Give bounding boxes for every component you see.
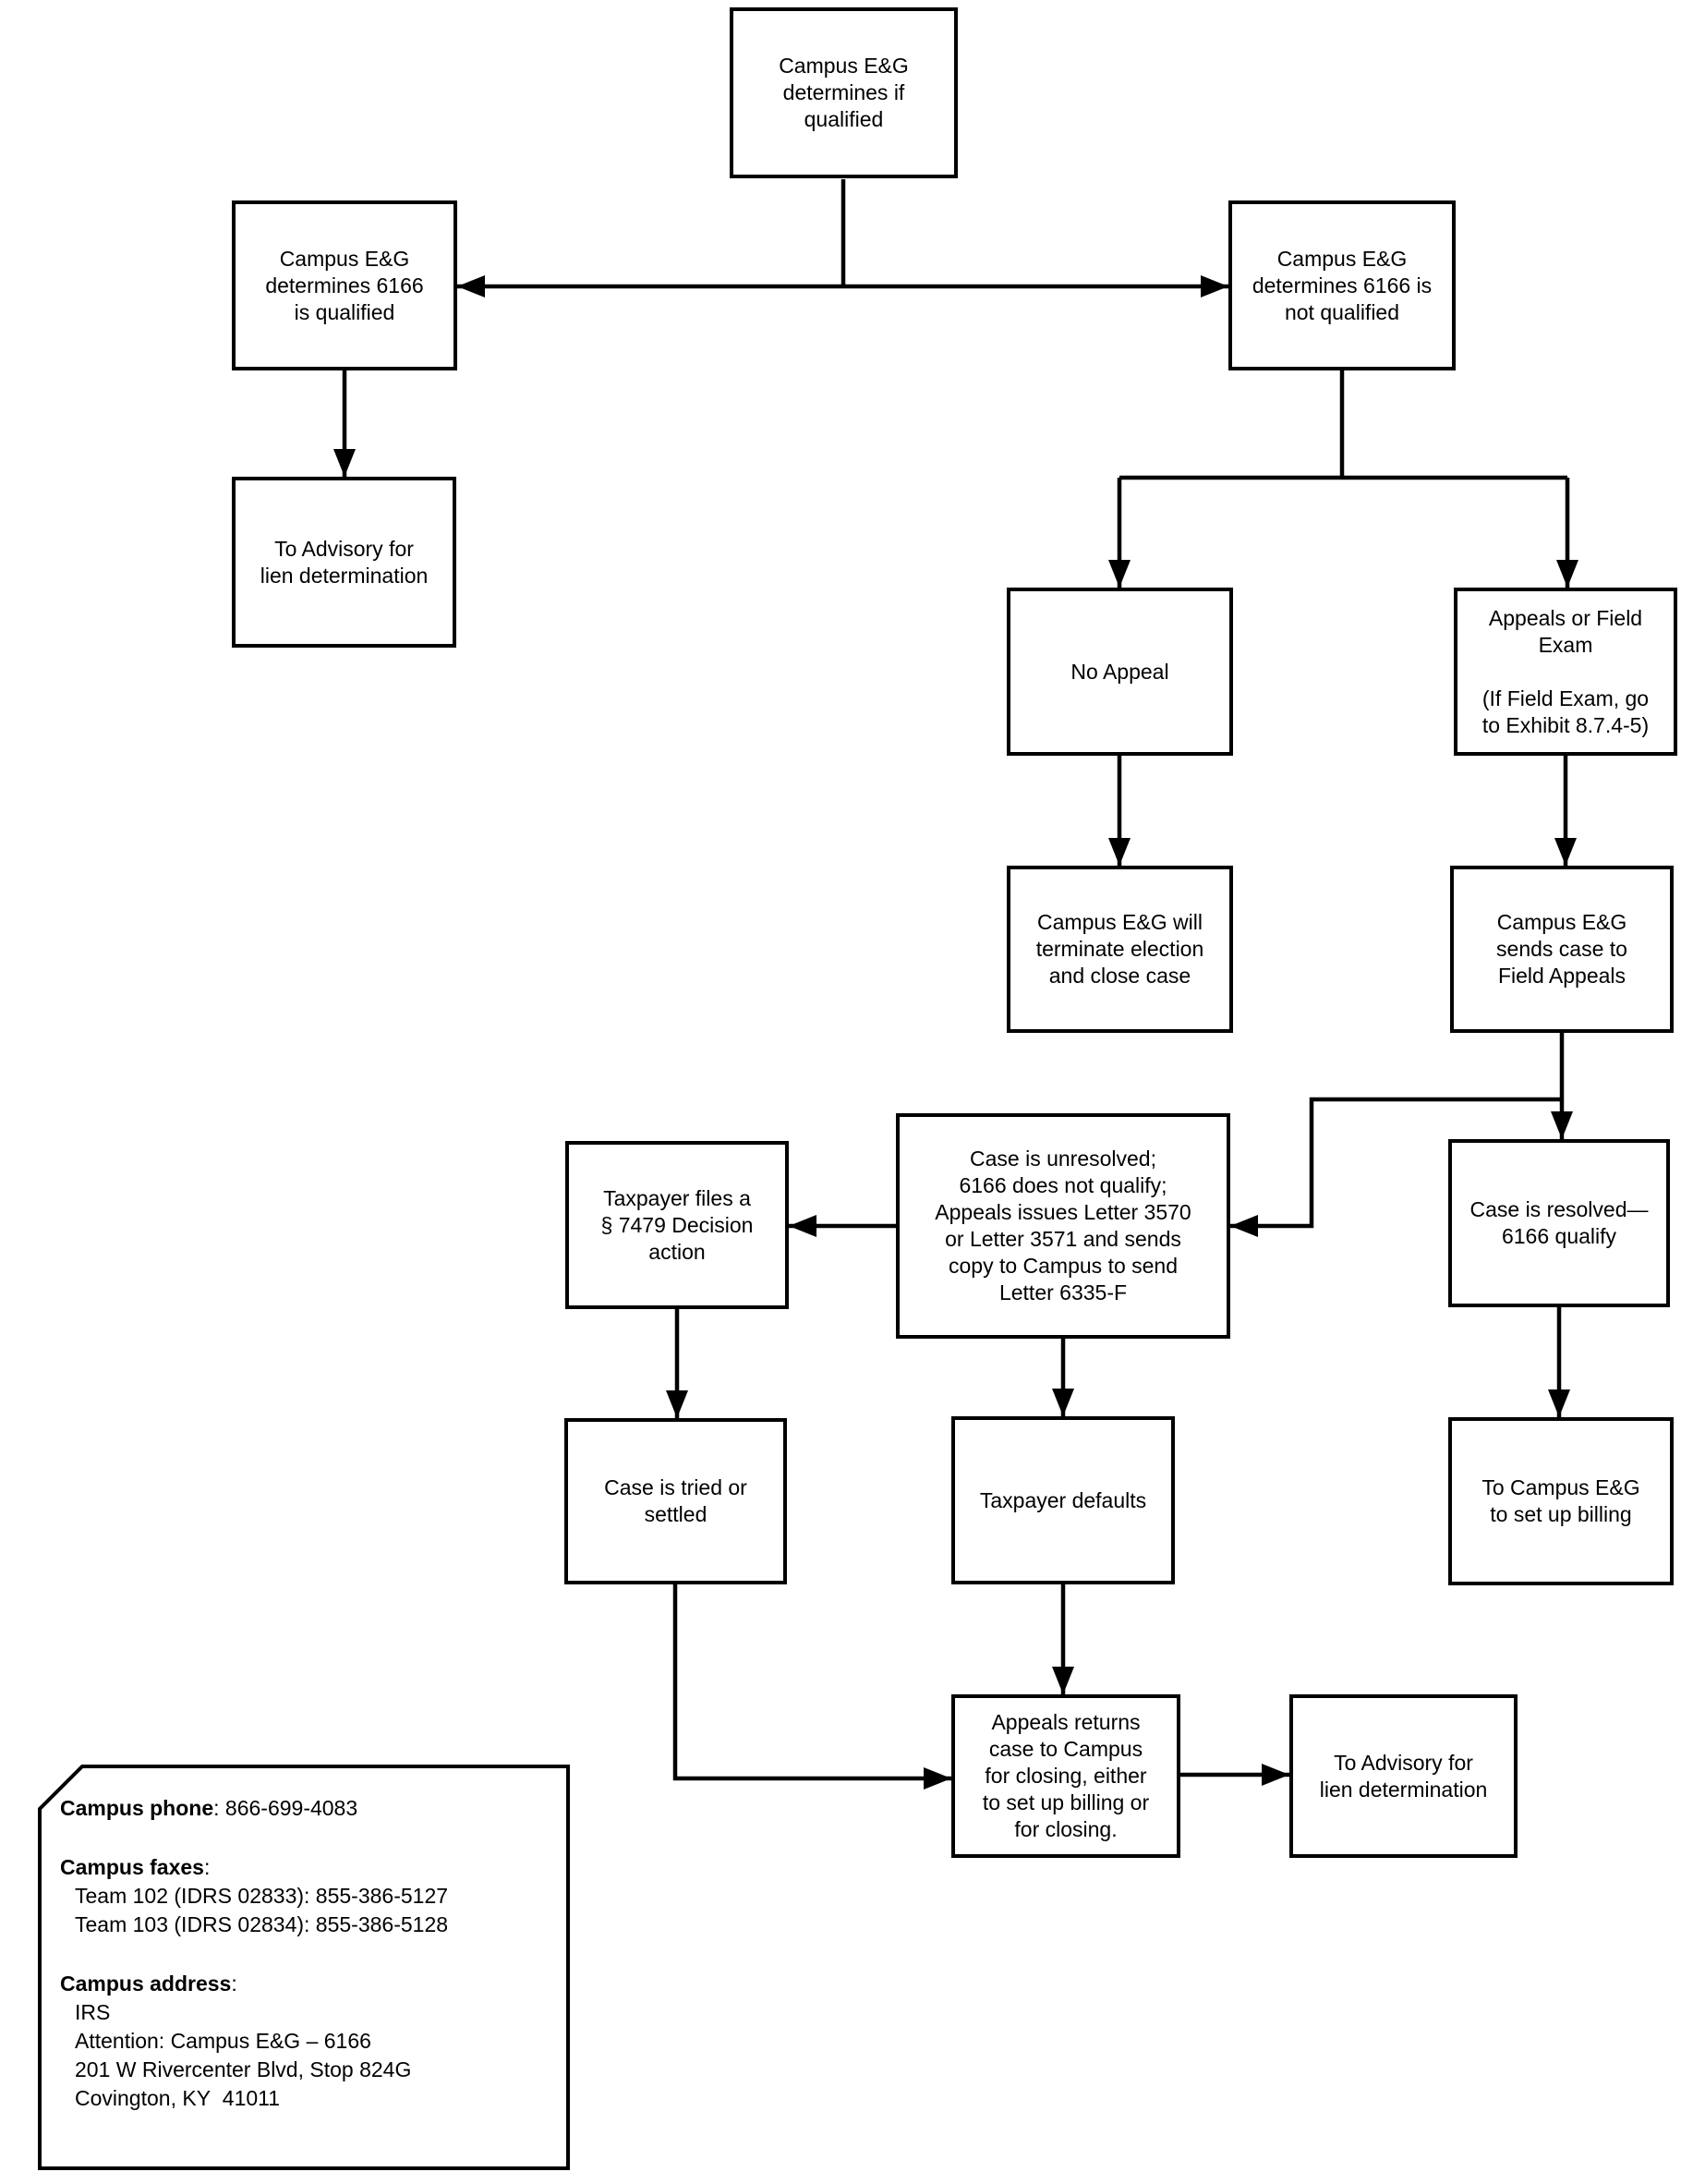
flow-node-no-appeal: No Appeal bbox=[1007, 588, 1233, 756]
flow-node-sends-case-field-appeals: Campus E&G sends case to Field Appeals bbox=[1450, 866, 1674, 1033]
note-line-text: Team 102 (IDRS 02833): 855-386-5127 bbox=[75, 1884, 449, 1908]
flow-node-determines-6166-qualified: Campus E&G determines 6166 is qualified bbox=[232, 200, 457, 370]
flow-node-determines-6166-not-qualified: Campus E&G determines 6166 is not qualif… bbox=[1228, 200, 1456, 370]
note-line-text: 201 W Rivercenter Blvd, Stop 824G bbox=[75, 2057, 412, 2081]
flow-node-appeals-returns-case: Appeals returns case to Campus for closi… bbox=[951, 1694, 1180, 1858]
note-line-bold-label: Campus address bbox=[60, 1972, 232, 1996]
note-line: Team 103 (IDRS 02834): 855-386-5128 bbox=[60, 1911, 559, 1939]
flow-node-label: To Campus E&G to set up billing bbox=[1481, 1475, 1640, 1526]
flow-node-label: Campus E&G sends case to Field Appeals bbox=[1496, 910, 1627, 988]
flow-node-label: Campus E&G will terminate election and c… bbox=[1035, 910, 1204, 988]
flow-node-terminate-election: Campus E&G will terminate election and c… bbox=[1007, 866, 1233, 1033]
flow-node-case-tried-or-settled: Case is tried or settled bbox=[564, 1418, 787, 1584]
flow-edge-sends-case-branch-to-unresolved bbox=[1230, 1097, 1562, 1237]
note-line: Campus phone: 866-699-4083 bbox=[60, 1794, 559, 1823]
note-line: Campus address: bbox=[60, 1970, 559, 1998]
note-line-text: Attention: Campus E&G – 6166 bbox=[75, 2029, 371, 2053]
flow-edge-tried-to-appeals-returns bbox=[672, 1584, 951, 1790]
flow-node-advisory-lien-left: To Advisory for lien determination bbox=[232, 477, 456, 648]
flow-node-label: Appeals or Field Exam (If Field Exam, go… bbox=[1481, 605, 1650, 737]
flow-node-label: Case is tried or settled bbox=[604, 1475, 747, 1526]
flow-node-appeals-or-field-exam: Appeals or Field Exam (If Field Exam, go… bbox=[1454, 588, 1677, 756]
flow-node-label: Appeals returns case to Campus for closi… bbox=[982, 1710, 1150, 1841]
note-line: Attention: Campus E&G – 6166 bbox=[60, 2027, 559, 2056]
flow-node-case-resolved: Case is resolved— 6166 qualify bbox=[1448, 1139, 1670, 1307]
note-line-text: IRS bbox=[75, 2000, 111, 2024]
note-line: Team 102 (IDRS 02833): 855-386-5127 bbox=[60, 1882, 559, 1911]
flow-node-label: Campus E&G determines if qualified bbox=[779, 54, 909, 131]
note-line-text: : bbox=[203, 1855, 211, 1879]
flow-node-case-unresolved: Case is unresolved; 6166 does not qualif… bbox=[896, 1113, 1230, 1339]
note-line-text: : bbox=[231, 1972, 237, 1996]
note-line: IRS bbox=[60, 1998, 559, 2027]
note-line: 201 W Rivercenter Blvd, Stop 824G bbox=[60, 2056, 559, 2084]
flow-node-taxpayer-files-7479: Taxpayer files a § 7479 Decision action bbox=[565, 1141, 789, 1309]
note-line-text: : 866-699-4083 bbox=[213, 1796, 358, 1820]
note-line: Covington, KY 41011 bbox=[60, 2084, 559, 2113]
flow-node-label: Case is resolved— 6166 qualify bbox=[1469, 1197, 1649, 1248]
flow-node-label: Campus E&G determines 6166 is qualified bbox=[265, 246, 424, 324]
flow-node-label: Campus E&G determines 6166 is not qualif… bbox=[1252, 246, 1433, 324]
flow-node-label: Taxpayer files a § 7479 Decision action bbox=[600, 1185, 754, 1264]
note-line-text: Covington, KY 41011 bbox=[75, 2086, 281, 2110]
flow-node-label: Case is unresolved; 6166 does not qualif… bbox=[935, 1147, 1191, 1304]
flow-node-taxpayer-defaults: Taxpayer defaults bbox=[951, 1416, 1175, 1584]
flow-node-label: No Appeal bbox=[1070, 659, 1169, 684]
note-section-gap bbox=[60, 1823, 559, 1853]
note-line: Campus faxes: bbox=[60, 1853, 559, 1882]
note-line-bold-label: Campus faxes bbox=[60, 1855, 204, 1879]
note-line-text: Team 103 (IDRS 02834): 855-386-5128 bbox=[75, 1912, 449, 1936]
note-section-gap bbox=[60, 1939, 559, 1970]
flow-node-label: To Advisory for lien determination bbox=[1319, 1750, 1488, 1802]
flow-node-advisory-lien-right: To Advisory for lien determination bbox=[1289, 1694, 1518, 1858]
flow-node-to-campus-billing: To Campus E&G to set up billing bbox=[1448, 1417, 1674, 1585]
flow-node-label: To Advisory for lien determination bbox=[260, 536, 429, 588]
note-line-bold-label: Campus phone bbox=[60, 1796, 214, 1820]
flow-node-campus-determines-if-qualified: Campus E&G determines if qualified bbox=[730, 7, 958, 178]
note-box-outline bbox=[38, 1765, 570, 2170]
flow-node-label: Taxpayer defaults bbox=[979, 1487, 1147, 1512]
